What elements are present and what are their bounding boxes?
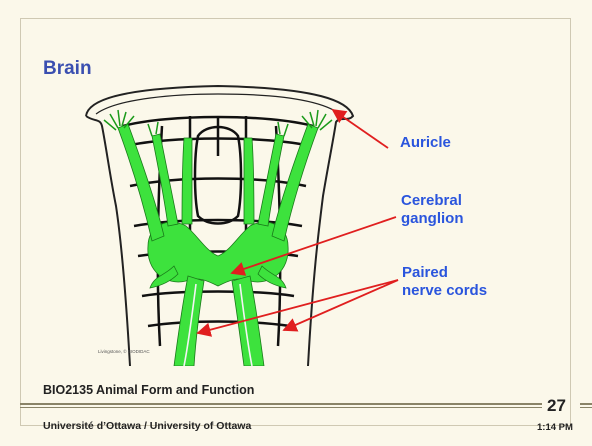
- course-title: BIO2135 Animal Form and Function: [43, 383, 254, 397]
- cerebral-ganglion-label-line1: Cerebral: [401, 192, 462, 210]
- paired-nerve-cords-label-line1: Paired: [402, 264, 448, 282]
- footer-rule-left-thin: [20, 407, 542, 408]
- auricle-label: Auricle: [400, 134, 451, 152]
- footer-rule-right-thin: [580, 407, 592, 408]
- timestamp: 1:14 PM: [537, 422, 573, 433]
- page-number: 27: [547, 396, 566, 416]
- footer-rule-left: [20, 403, 542, 405]
- footer-rule-right: [580, 403, 592, 405]
- head-outline-left: [86, 116, 130, 366]
- figure-credit: Livingstone, © BIODIDAC: [98, 348, 150, 354]
- university-name: Université d’Ottawa / University of Otta…: [43, 420, 251, 432]
- cerebral-ganglion-tissue: [118, 124, 318, 366]
- brain-diagram: Livingstone, © BIODIDAC: [78, 76, 358, 366]
- cerebral-ganglion-label-line2: ganglion: [401, 210, 464, 228]
- head-inner-top: [96, 94, 340, 114]
- paired-nerve-cords-label-line2: nerve cords: [402, 282, 487, 300]
